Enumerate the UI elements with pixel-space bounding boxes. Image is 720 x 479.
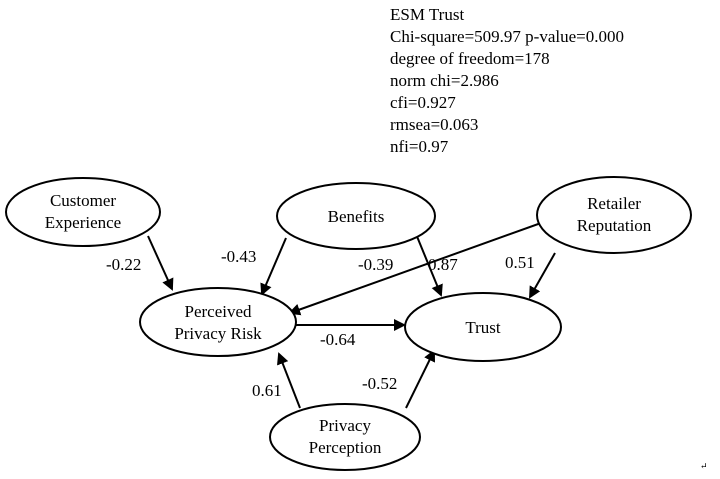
- edge-customer-experience-to-perceived-privacy-risk: [147, 235, 174, 291]
- node-trust: Trust: [404, 292, 562, 362]
- coefficient-benefits-to-trust: 0.87: [428, 255, 458, 274]
- node-retailer-reputation: Retailer Reputation: [536, 176, 692, 254]
- edge-benefits-to-perceived-privacy-risk: [260, 237, 287, 296]
- node-customer-experience-line2: Experience: [45, 213, 121, 232]
- node-privacy-perception-line1: Privacy: [319, 416, 371, 435]
- fit-statistics: ESM Trust Chi-square=509.97 p-value=0.00…: [390, 5, 624, 156]
- coefficient-customer-experience-to-perceived-privacy-risk: -0.22: [106, 255, 141, 274]
- node-retailer-reputation-line2: Reputation: [577, 216, 652, 235]
- coefficient-retailer-reputation-to-trust: 0.51: [505, 253, 535, 272]
- coefficient-privacy-perception-to-trust: -0.52: [362, 374, 397, 393]
- stats-rmsea: rmsea=0.063: [390, 115, 478, 134]
- edge-retailer-reputation-to-perceived-privacy-risk: [288, 217, 556, 316]
- node-privacy-perception-line2: Perception: [309, 438, 382, 457]
- node-benefits-line1: Benefits: [328, 207, 385, 226]
- node-benefits: Benefits: [276, 182, 436, 250]
- node-retailer-reputation-line1: Retailer: [587, 194, 641, 213]
- stats-nfi: nfi=0.97: [390, 137, 449, 156]
- stats-degree-of-freedom: degree of freedom=178: [390, 49, 550, 68]
- edge-privacy-perception-to-trust: [405, 349, 435, 409]
- stats-norm-chi: norm chi=2.986: [390, 71, 499, 90]
- node-perceived-privacy-risk-line2: Privacy Risk: [174, 324, 262, 343]
- node-customer-experience-line1: Customer: [50, 191, 116, 210]
- node-perceived-privacy-risk-line1: Perceived: [184, 302, 252, 321]
- paragraph-mark: ↵: [700, 461, 708, 471]
- node-customer-experience: Customer Experience: [5, 177, 161, 247]
- stats-title: ESM Trust: [390, 5, 464, 24]
- edge-privacy-perception-to-perceived-privacy-risk: [277, 352, 301, 409]
- stats-chi-square: Chi-square=509.97 p-value=0.000: [390, 27, 624, 46]
- edge-retailer-reputation-to-trust: [529, 252, 556, 299]
- node-privacy-perception: Privacy Perception: [269, 403, 421, 471]
- node-trust-line1: Trust: [465, 318, 501, 337]
- coefficient-perceived-privacy-risk-to-trust: -0.64: [320, 330, 356, 349]
- coefficient-retailer-reputation-to-perceived-privacy-risk: -0.39: [358, 255, 393, 274]
- node-perceived-privacy-risk: Perceived Privacy Risk: [139, 287, 297, 357]
- coefficient-privacy-perception-to-perceived-privacy-risk: 0.61: [252, 381, 282, 400]
- edge-benefits-to-trust: [415, 233, 443, 297]
- path-coefficients: -0.22 -0.43 0.87 -0.39 0.51 -0.64 0.61 -…: [106, 247, 535, 400]
- stats-cfi: cfi=0.927: [390, 93, 456, 112]
- coefficient-benefits-to-perceived-privacy-risk: -0.43: [221, 247, 256, 266]
- path-edges: [147, 217, 556, 409]
